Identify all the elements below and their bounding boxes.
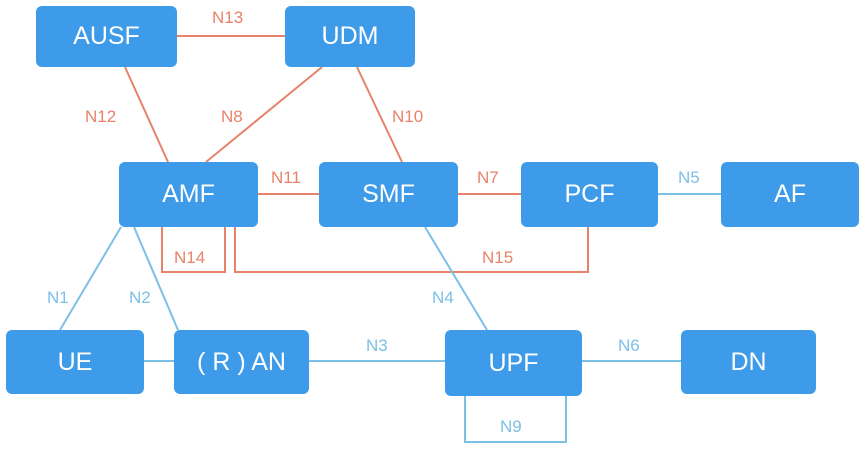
link-n15 [234,227,589,273]
node-ausf[interactable]: AUSF [36,6,177,67]
label-n6: N6 [618,336,640,355]
node-dn[interactable]: DN [681,330,816,394]
link-n10 [356,66,403,163]
link-n2 [133,226,179,331]
label-n7: N7 [477,168,499,187]
label-n15: N15 [482,248,513,267]
label-n2: N2 [129,288,151,307]
node-upf[interactable]: UPF [445,330,582,396]
label-n14: N14 [174,248,205,267]
label-n5: N5 [678,168,700,187]
link-n4 [424,226,488,331]
label-n9: N9 [500,417,522,436]
label-n11: N11 [271,168,301,187]
link-n8 [205,66,323,163]
label-n12: N12 [85,107,116,126]
label-n4: N4 [432,288,454,307]
label-n10: N10 [392,107,423,126]
label-n8: N8 [221,107,243,126]
label-n1: N1 [47,288,69,307]
link-n1 [59,226,122,331]
link-n12 [124,66,169,163]
node-smf[interactable]: SMF [319,162,458,227]
node-udm[interactable]: UDM [285,6,415,67]
link-n14 [161,227,226,273]
node-amf[interactable]: AMF [119,162,258,227]
link-n9 [464,396,567,443]
node-ue[interactable]: UE [6,330,144,394]
label-n13: N13 [212,8,243,27]
node-pcf[interactable]: PCF [521,162,658,227]
node-af[interactable]: AF [721,162,859,227]
label-n3: N3 [366,336,388,355]
node-ran[interactable]: ( R ) AN [174,330,309,394]
